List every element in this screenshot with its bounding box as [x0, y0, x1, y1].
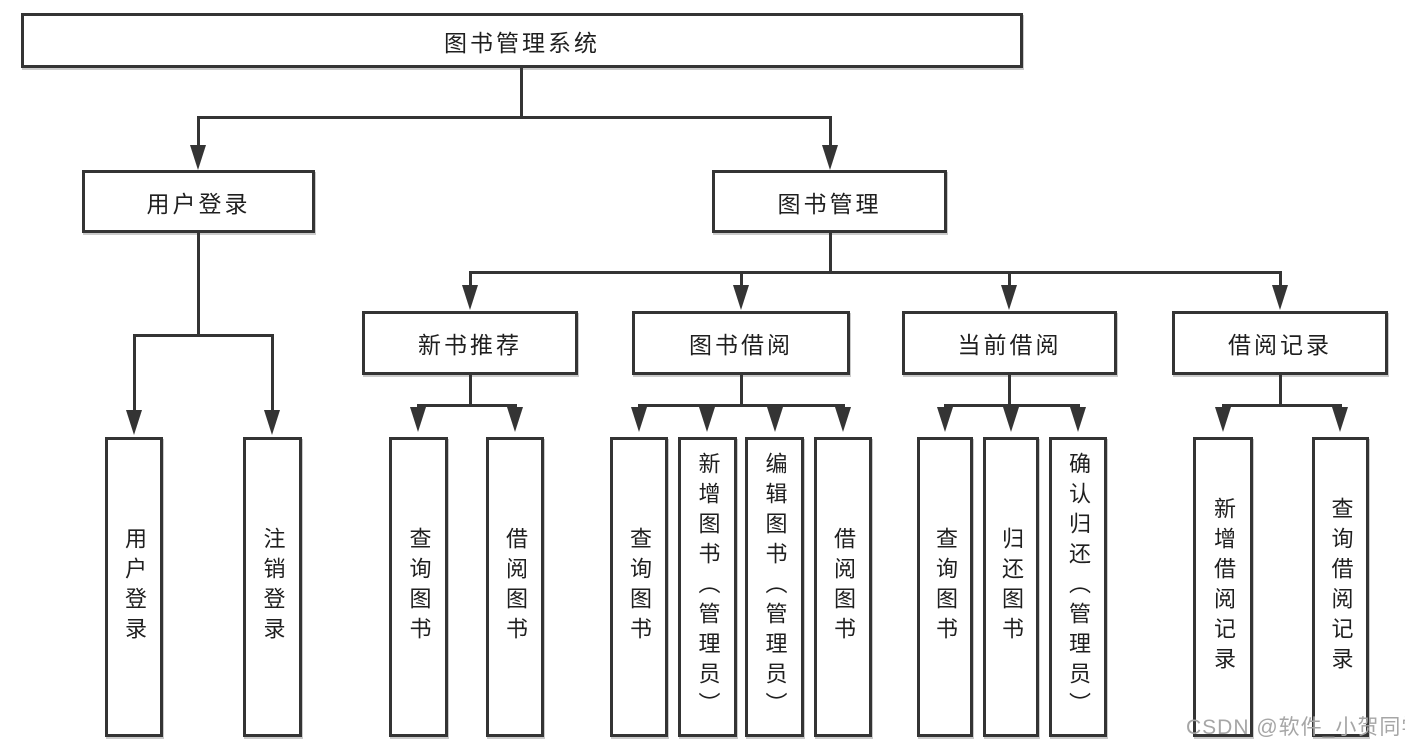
node-new-book-recommend: 新书推荐: [362, 311, 578, 375]
connector-line: [1222, 404, 1342, 407]
leaf-borrow-query-books-label: 查询图书: [627, 527, 652, 647]
connector-line: [271, 334, 274, 412]
leaf-recommend-borrow-books: 借阅图书: [486, 437, 544, 737]
connector-line: [417, 404, 517, 407]
arrow-down-icon: [1215, 407, 1231, 432]
connector-line: [1008, 375, 1011, 407]
connector-line: [197, 116, 200, 148]
node-book-management-label: 图书管理: [777, 190, 882, 217]
connector-line: [829, 116, 832, 148]
node-user-login: 用户登录: [82, 170, 315, 233]
arrow-down-icon: [1070, 407, 1086, 432]
node-book-borrow-label: 图书借阅: [689, 332, 793, 358]
leaf-logout-label: 注销登录: [260, 527, 286, 647]
connector-line: [944, 404, 1080, 407]
arrow-down-icon: [767, 407, 783, 432]
leaf-user-login: 用户登录: [105, 437, 163, 737]
leaf-add-borrow-record: 新增借阅记录: [1193, 437, 1253, 737]
connector-line: [1279, 271, 1282, 288]
leaf-edit-books-admin-label: 编辑图书（管理员）: [762, 452, 788, 722]
arrow-down-icon: [507, 407, 523, 432]
arrow-down-icon: [1272, 285, 1288, 310]
connector-line: [469, 271, 1282, 274]
node-new-book-recommend-label: 新书推荐: [418, 332, 522, 358]
leaf-borrow-books: 借阅图书: [814, 437, 872, 737]
leaf-recommend-borrow-books-label: 借阅图书: [503, 527, 528, 647]
leaf-logout: 注销登录: [243, 437, 302, 737]
arrow-down-icon: [1332, 407, 1348, 432]
connector-line: [197, 116, 832, 119]
arrow-down-icon: [126, 410, 142, 435]
connector-line: [133, 334, 136, 412]
leaf-recommend-query-books: 查询图书: [389, 437, 448, 737]
arrow-down-icon: [822, 145, 838, 170]
arrow-down-icon: [937, 407, 953, 432]
leaf-add-borrow-record-label: 新增借阅记录: [1211, 497, 1236, 677]
leaf-edit-books-admin: 编辑图书（管理员）: [745, 437, 804, 737]
arrow-down-icon: [733, 285, 749, 310]
leaf-add-books-admin-label: 新增图书（管理员）: [695, 452, 721, 722]
leaf-return-books-label: 归还图书: [999, 527, 1024, 647]
node-borrow-records-label: 借阅记录: [1228, 332, 1332, 358]
connector-line: [740, 375, 743, 407]
leaf-add-books-admin: 新增图书（管理员）: [678, 437, 737, 737]
arrow-down-icon: [699, 407, 715, 432]
node-user-login-label: 用户登录: [146, 190, 251, 217]
leaf-confirm-return-admin: 确认归还（管理员）: [1049, 437, 1107, 737]
connector-line: [740, 271, 743, 288]
leaf-query-borrow-record: 查询借阅记录: [1312, 437, 1369, 737]
leaf-recommend-query-books-label: 查询图书: [406, 527, 432, 647]
arrow-down-icon: [264, 410, 280, 435]
arrow-down-icon: [631, 407, 647, 432]
connector-line: [469, 375, 472, 407]
node-current-borrow: 当前借阅: [902, 311, 1117, 375]
arrow-down-icon: [1003, 407, 1019, 432]
leaf-current-query-books: 查询图书: [917, 437, 973, 737]
connector-line: [638, 404, 845, 407]
leaf-current-query-books-label: 查询图书: [933, 527, 958, 647]
node-current-borrow-label: 当前借阅: [957, 332, 1062, 358]
node-root: 图书管理系统: [21, 13, 1023, 68]
arrow-down-icon: [835, 407, 851, 432]
leaf-borrow-books-label: 借阅图书: [831, 527, 856, 647]
arrow-down-icon: [462, 285, 478, 310]
arrow-down-icon: [410, 407, 426, 432]
connector-line: [520, 68, 523, 119]
leaf-borrow-query-books: 查询图书: [610, 437, 668, 737]
connector-line: [469, 271, 472, 288]
node-borrow-records: 借阅记录: [1172, 311, 1388, 375]
connector-line: [829, 233, 832, 273]
arrow-down-icon: [190, 145, 206, 170]
connector-line: [197, 233, 200, 337]
node-root-label: 图书管理系统: [444, 29, 600, 56]
connector-line: [133, 334, 274, 337]
node-book-management: 图书管理: [712, 170, 947, 233]
leaf-query-borrow-record-label: 查询借阅记录: [1328, 497, 1354, 677]
leaf-return-books: 归还图书: [983, 437, 1039, 737]
arrow-down-icon: [1001, 285, 1017, 310]
leaf-confirm-return-admin-label: 确认归还（管理员）: [1066, 452, 1091, 722]
csdn-watermark: CSDN @软件_小贺同学: [1186, 716, 1405, 739]
connector-line: [1279, 375, 1282, 407]
leaf-user-login-label: 用户登录: [122, 527, 147, 647]
connector-line: [1008, 271, 1011, 288]
node-book-borrow: 图书借阅: [632, 311, 850, 375]
